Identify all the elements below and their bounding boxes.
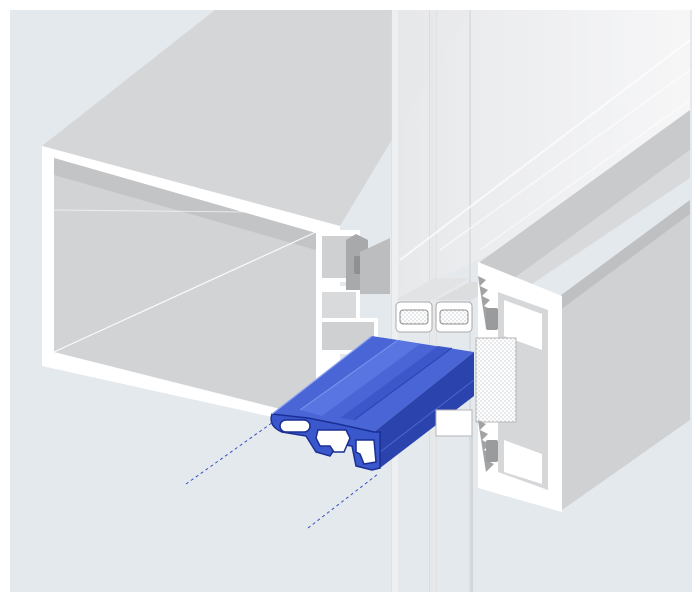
gasket-upper: [478, 276, 494, 328]
insert-hollow-left: [279, 419, 311, 433]
mullion-gasket-left: [346, 234, 390, 294]
thermal-insulation-block: [475, 337, 517, 423]
transom-top-face: [42, 10, 470, 226]
insert-hollow-right: [355, 439, 377, 465]
leader-line-right: [307, 473, 379, 529]
mullion-lower: [435, 409, 473, 592]
transom-hollow-top-shade: [54, 158, 316, 250]
pressure-plate-profile: [475, 110, 690, 512]
leader-line-left: [185, 419, 277, 485]
insert-hollow-mid: [315, 429, 351, 453]
glazing-panes: [391, 10, 691, 592]
glass-pane-back: [392, 10, 690, 300]
insert-side-face: [374, 352, 474, 468]
thermal-break-insert: [270, 335, 475, 471]
transom-profile: [42, 10, 470, 432]
leader-lines: [185, 419, 379, 529]
cap-top-face: [480, 110, 690, 290]
